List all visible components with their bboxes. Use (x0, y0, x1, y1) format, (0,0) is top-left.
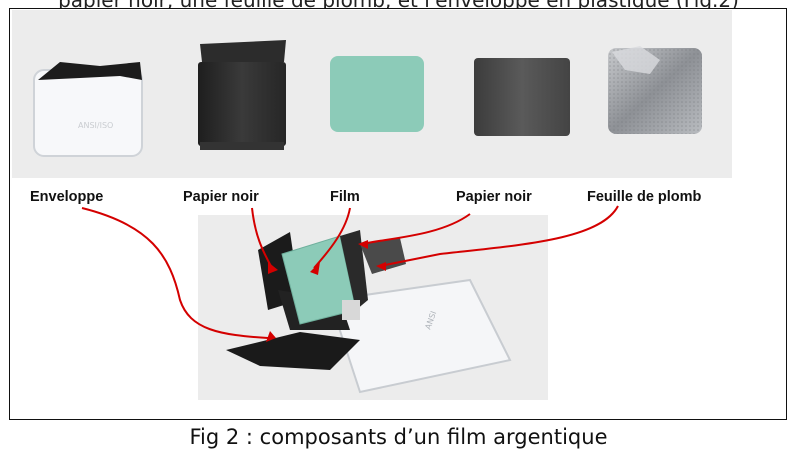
label-enveloppe: Enveloppe (30, 189, 104, 205)
arrow-film (313, 207, 351, 269)
arrow-papier-noir-2 (361, 213, 471, 245)
film-item (330, 56, 424, 132)
label-papier-noir-1: Papier noir (183, 189, 259, 205)
enveloppe-item: ANSI/ISO (33, 62, 143, 157)
cropped-header-text: papier noir, une feuille de plomb, et l'… (0, 0, 797, 10)
label-film: Film (330, 189, 360, 205)
label-feuille-de-plomb: Feuille de plomb (587, 189, 702, 205)
papier-noir-1-item (198, 40, 286, 150)
papier-noir-2-item (474, 58, 570, 136)
arrow-feuille-plomb (379, 205, 619, 267)
assembled-film-photo: ANSI (226, 230, 512, 394)
feuille-plomb-item (608, 46, 702, 134)
svg-text:ANSI/ISO: ANSI/ISO (78, 121, 113, 130)
figure-caption: Fig 2 : composants d’un film argentique (189, 425, 608, 449)
label-papier-noir-2: Papier noir (456, 189, 532, 205)
arrow-heads (266, 240, 386, 342)
arrow-enveloppe (81, 207, 269, 339)
